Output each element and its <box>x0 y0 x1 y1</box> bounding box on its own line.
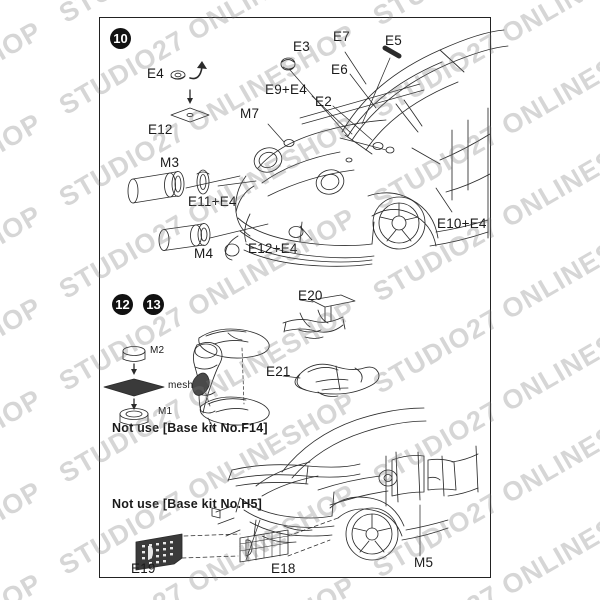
m4-part <box>158 223 211 251</box>
stack-arrow-1 <box>131 363 137 375</box>
e5-part <box>382 45 402 59</box>
part-label-e12: E12 <box>148 122 173 137</box>
car-rear-threequarter <box>211 407 479 561</box>
car-front-threequarter <box>224 29 509 267</box>
part-label-m3: M3 <box>160 155 180 170</box>
part-label-m7: M7 <box>240 106 260 121</box>
m3-part <box>127 171 185 204</box>
sill-lower-piece <box>199 396 270 426</box>
part-label-e4: E4 <box>147 66 164 81</box>
step-badge-10: 10 <box>110 28 131 49</box>
part-label-m4: M4 <box>194 246 214 261</box>
grille-outline-part <box>239 529 289 563</box>
e11-e4-ring <box>196 169 210 195</box>
e4-decal-icon <box>170 70 186 80</box>
teardrop-part <box>192 372 210 396</box>
part-label-e20: E20 <box>298 288 323 303</box>
note-not-use-h5: Not use [Base kit No.H5] <box>112 497 262 511</box>
note-not-use-f14: Not use [Base kit No.F14] <box>112 421 268 435</box>
part-label-e6: E6 <box>331 62 348 77</box>
part-label-e21: E21 <box>266 364 291 379</box>
part-label-e19: E19 <box>131 561 156 576</box>
leader-lines-step10 <box>267 51 453 241</box>
part-label-e7: E7 <box>333 29 350 44</box>
part-label-e5: E5 <box>385 33 402 48</box>
part-label-e18: E18 <box>271 561 296 576</box>
m1-part <box>119 408 149 426</box>
sill-upper-piece <box>198 328 270 359</box>
part-label-mesh: mesh <box>168 380 194 391</box>
part-label-e11-e4: E11+E4 <box>188 194 237 209</box>
stack-arrow-2 <box>131 398 137 410</box>
mesh-part <box>103 378 165 397</box>
m2-part <box>122 346 146 362</box>
apply-arrow-icon <box>189 61 207 80</box>
part-label-e3: E3 <box>293 39 310 54</box>
e19-part <box>135 533 183 571</box>
e3-part <box>280 57 296 71</box>
part-label-m2: M2 <box>150 345 165 356</box>
part-label-e10-e4: E10+E4 <box>437 216 487 231</box>
part-label-m5: M5 <box>414 555 434 570</box>
e21-part <box>294 363 380 397</box>
step-badge-12: 12 <box>112 294 133 315</box>
e20-part <box>282 294 356 339</box>
part-label-e2: E2 <box>315 94 332 109</box>
leader-lines-step1213 <box>207 299 421 561</box>
part-label-e12-e4: E12+E4 <box>248 241 298 256</box>
instruction-panel <box>99 17 491 578</box>
down-arrow-e12 <box>187 89 193 104</box>
e12-part <box>170 107 210 123</box>
part-label-e9-e4: E9+E4 <box>265 82 307 97</box>
part-label-m1: M1 <box>158 406 173 417</box>
leader-lines-bottom <box>181 517 339 559</box>
step-badge-13: 13 <box>143 294 164 315</box>
